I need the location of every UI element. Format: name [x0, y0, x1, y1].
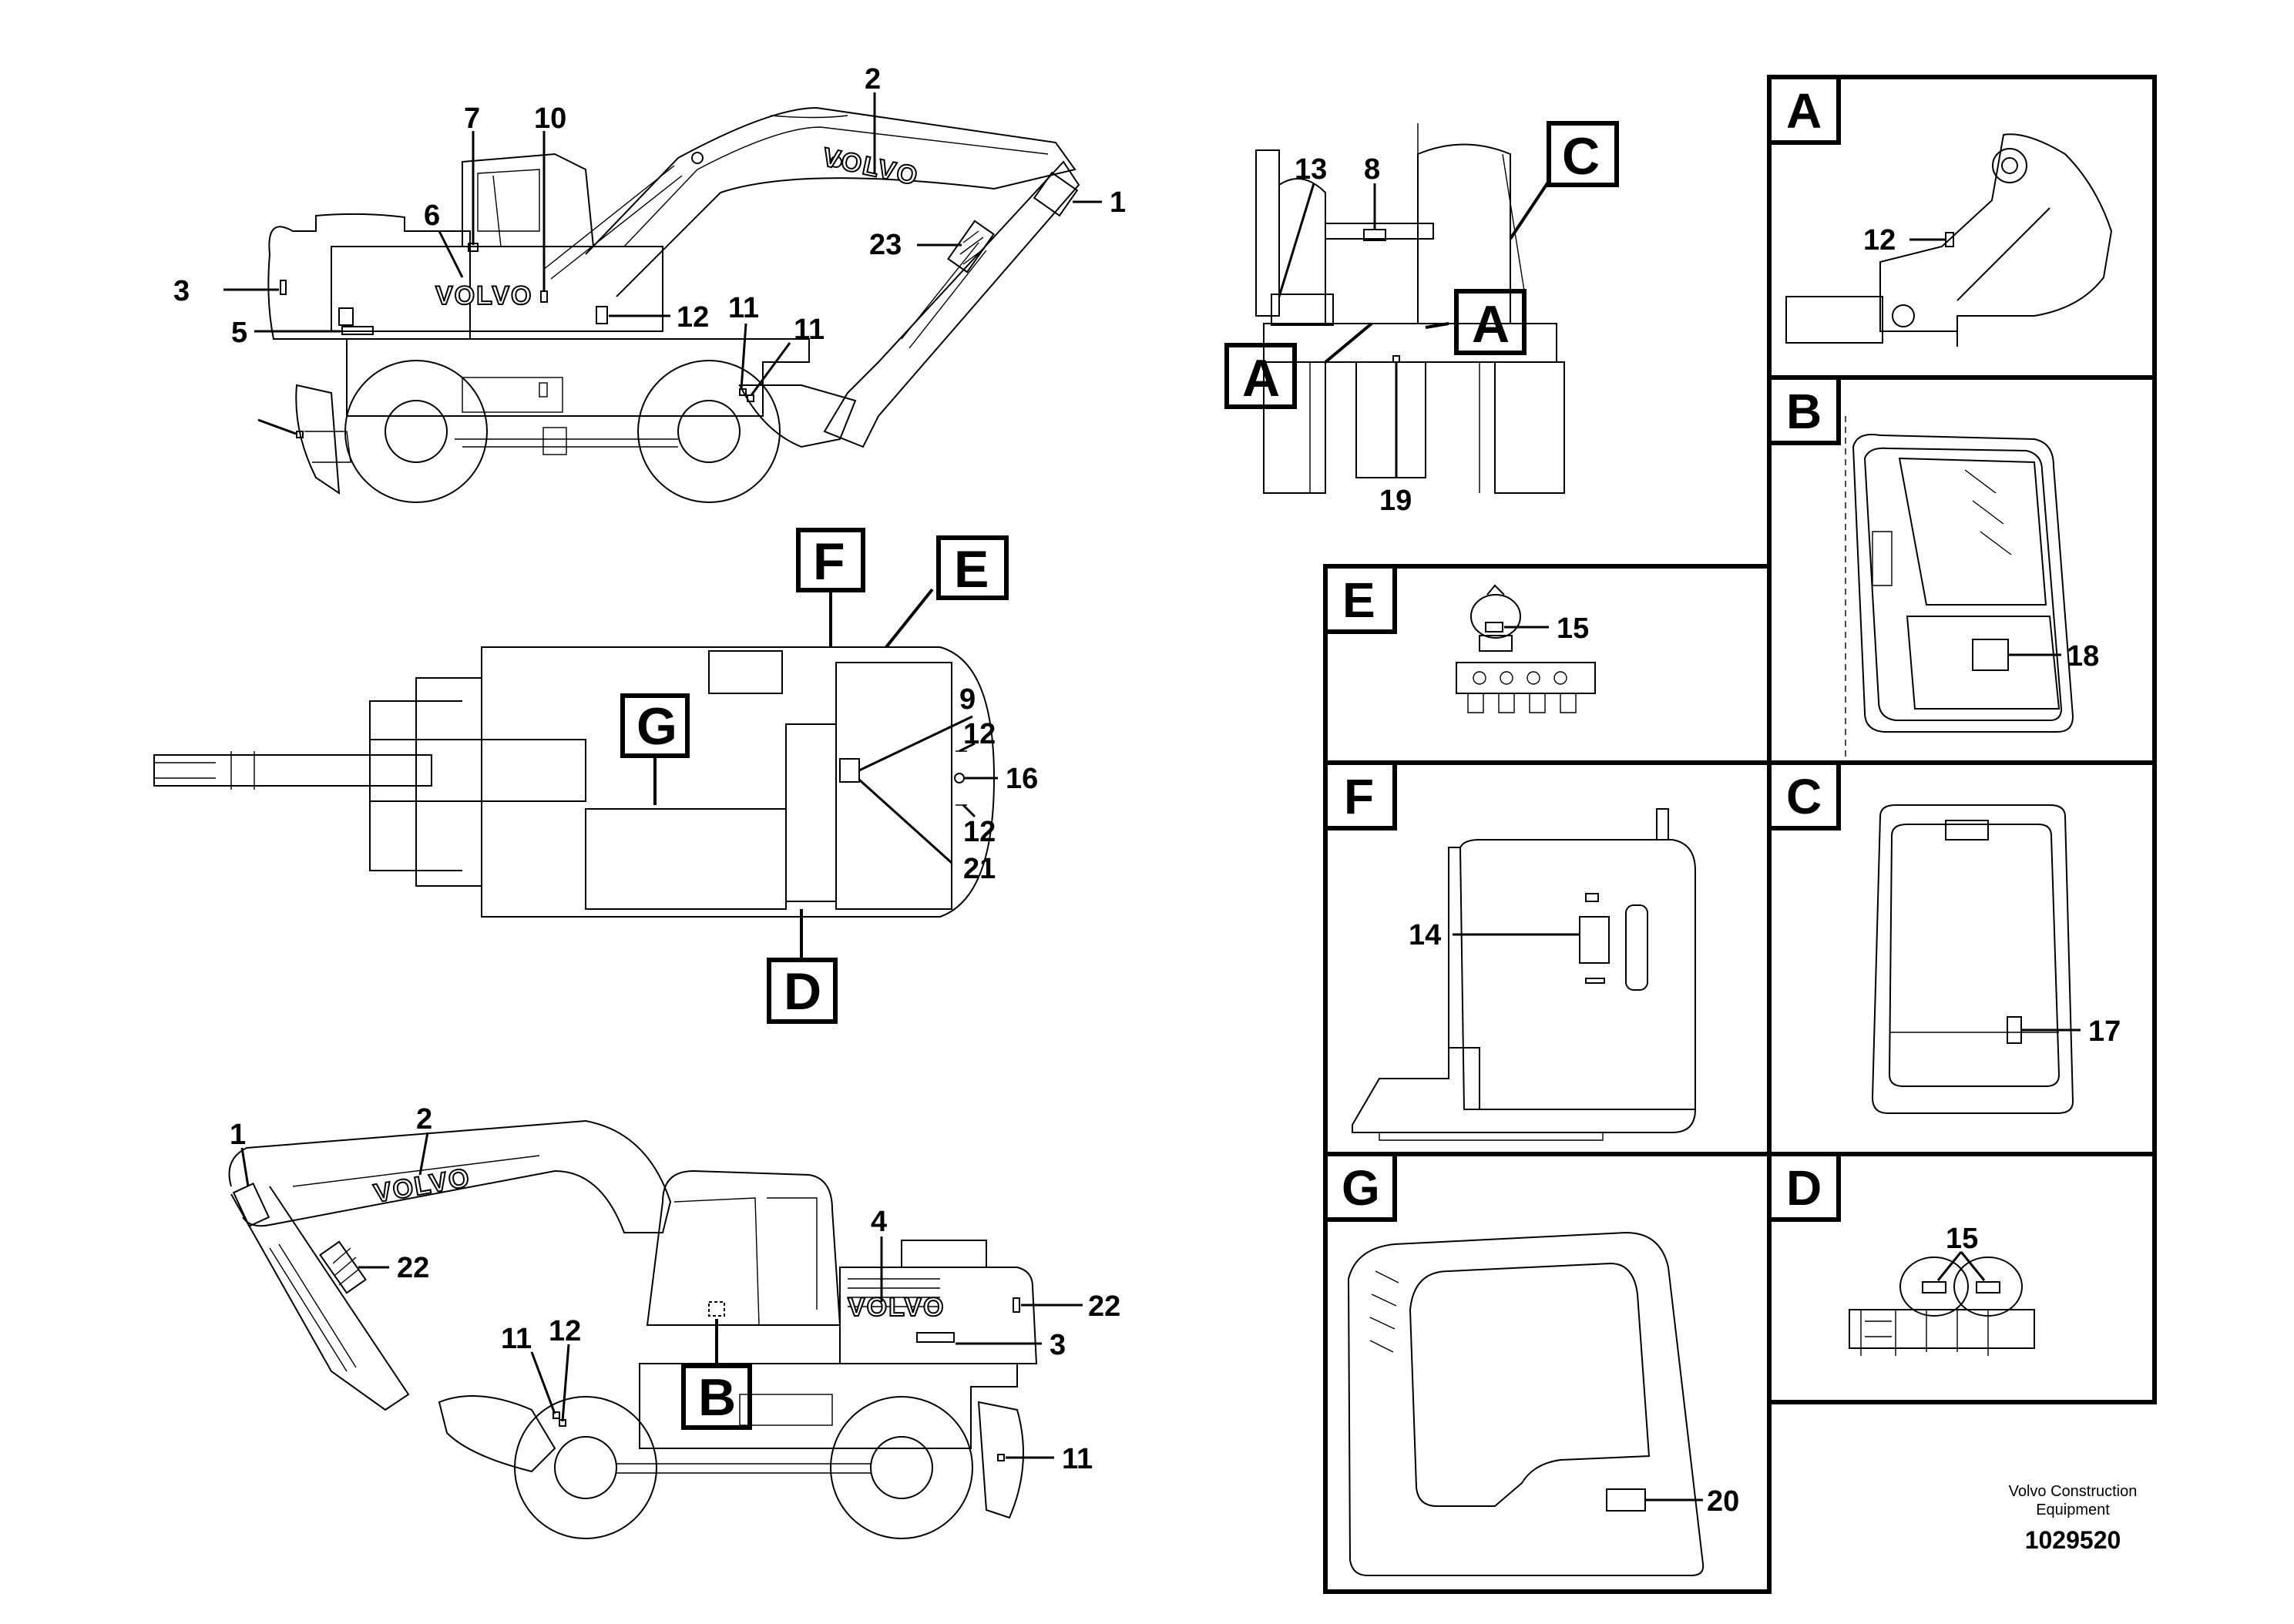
- callout-label: 15: [1946, 1223, 1978, 1255]
- detail-ref-letter: A: [1472, 295, 1510, 354]
- detail-ref-letter: F: [813, 532, 845, 591]
- panel-D-frame: [1767, 1152, 2157, 1404]
- callout-label: 12: [963, 718, 996, 750]
- callout-label: 11: [794, 314, 825, 346]
- panel-A-drawing: 12: [1785, 133, 2113, 347]
- callout-label: 16: [1006, 763, 1038, 795]
- callout-label: 1: [230, 1119, 246, 1151]
- callout-label: 6: [424, 200, 440, 232]
- panel-C-frame: [1767, 760, 2157, 1156]
- detail-ref-letter: B: [698, 1368, 736, 1427]
- detail-ref-letter: G: [636, 697, 677, 756]
- detail-ref-box: [796, 528, 865, 592]
- callout-label: 21: [963, 853, 996, 885]
- callout-label: 1: [1110, 186, 1126, 219]
- callout-label: 2: [865, 63, 881, 96]
- detail-ref-box: [767, 958, 838, 1024]
- callout-label: 20: [1707, 1485, 1739, 1518]
- panel-B-drawing: 18: [1845, 416, 2099, 763]
- callout-label: 2: [416, 1103, 432, 1136]
- callout-label: 10: [534, 102, 566, 135]
- detail-ref-letter: A: [1242, 349, 1280, 408]
- callout-label: 15: [1557, 612, 1589, 645]
- volvo-logo-boom: VOLVO: [371, 1163, 472, 1208]
- drawing-number: 1029520: [2025, 1526, 2121, 1554]
- detail-ref-letter: D: [784, 962, 821, 1021]
- front-view: 13 8 19 A A C: [1224, 121, 1619, 517]
- left-side-view: VOLVO VOLVO 1 2 23 3 5 6 7 10 12 11 11: [173, 63, 1126, 503]
- panel-D-drawing: 15: [1849, 1223, 2035, 1356]
- panel-E-frame: [1323, 564, 1772, 765]
- panel-F-drawing: 14: [1352, 808, 1697, 1141]
- volvo-logo-boom: VOLVO: [820, 143, 922, 191]
- detail-ref-box: [1547, 121, 1619, 187]
- callout-label: 18: [2067, 640, 2099, 673]
- panel-F-frame: [1323, 760, 1772, 1156]
- panel-letter: C: [1786, 769, 1822, 824]
- callout-label: 22: [397, 1252, 429, 1284]
- callout-label: 17: [2088, 1015, 2121, 1048]
- top-view: 9 12 16 12 21 F E G D: [153, 528, 1038, 1024]
- detail-ref-box: [1224, 343, 1297, 409]
- callout-label: 5: [231, 317, 247, 349]
- panel-B-frame: [1767, 375, 2157, 765]
- callout-label: 12: [549, 1315, 581, 1347]
- callout-label: 13: [1295, 153, 1327, 186]
- panel-letter: A: [1786, 83, 1822, 139]
- callout-label: 8: [1364, 153, 1380, 186]
- callout-label: 14: [1409, 919, 1441, 951]
- callout-label: 7: [464, 102, 480, 135]
- detail-ref-box: [620, 693, 690, 758]
- right-side-view: VOLVO VOLVO 1 2 22 4 22 3 11 12 11 B: [228, 1103, 1120, 1539]
- panel-letter: E: [1342, 572, 1375, 628]
- callout-label: 12: [1863, 224, 1896, 257]
- callout-label: 11: [1062, 1443, 1093, 1475]
- callout-label: 9: [959, 683, 976, 716]
- callout-label: 22: [1088, 1290, 1120, 1323]
- panel-letter: B: [1786, 384, 1822, 439]
- brand-line-2: Equipment: [2036, 1502, 2110, 1518]
- panel-E-drawing: 15: [1456, 584, 1596, 713]
- callout-label: 11: [728, 292, 759, 324]
- panel-letter: D: [1786, 1160, 1822, 1216]
- callout-label: 11: [501, 1323, 532, 1355]
- panel-C-drawing: 17: [1871, 804, 2121, 1114]
- detail-ref-letter: C: [1562, 127, 1600, 186]
- volvo-logo: VOLVO: [848, 1293, 945, 1322]
- detail-ref-letter: E: [954, 540, 989, 599]
- callout-label: 12: [677, 301, 709, 334]
- volvo-logo: VOLVO: [435, 281, 533, 310]
- brand-line-1: Volvo Construction: [2009, 1483, 2138, 1500]
- detail-ref-box: [1454, 289, 1527, 355]
- detail-panels: A B E F C G D 12: [1323, 75, 2157, 1594]
- panel-G-drawing: 20: [1347, 1231, 1739, 1576]
- panel-letter: G: [1342, 1160, 1380, 1216]
- callout-label: 19: [1379, 485, 1412, 517]
- callout-label: 3: [1050, 1329, 1066, 1361]
- callout-label: 23: [869, 229, 902, 261]
- panel-letter: F: [1344, 769, 1374, 824]
- detail-ref-box: [681, 1364, 752, 1430]
- detail-ref-box: [936, 535, 1009, 600]
- footer: Volvo Construction Equipment 1029520: [2009, 1483, 2138, 1554]
- callout-label: 4: [871, 1206, 887, 1238]
- callout-label: 12: [963, 816, 996, 848]
- callout-label: 3: [173, 275, 190, 307]
